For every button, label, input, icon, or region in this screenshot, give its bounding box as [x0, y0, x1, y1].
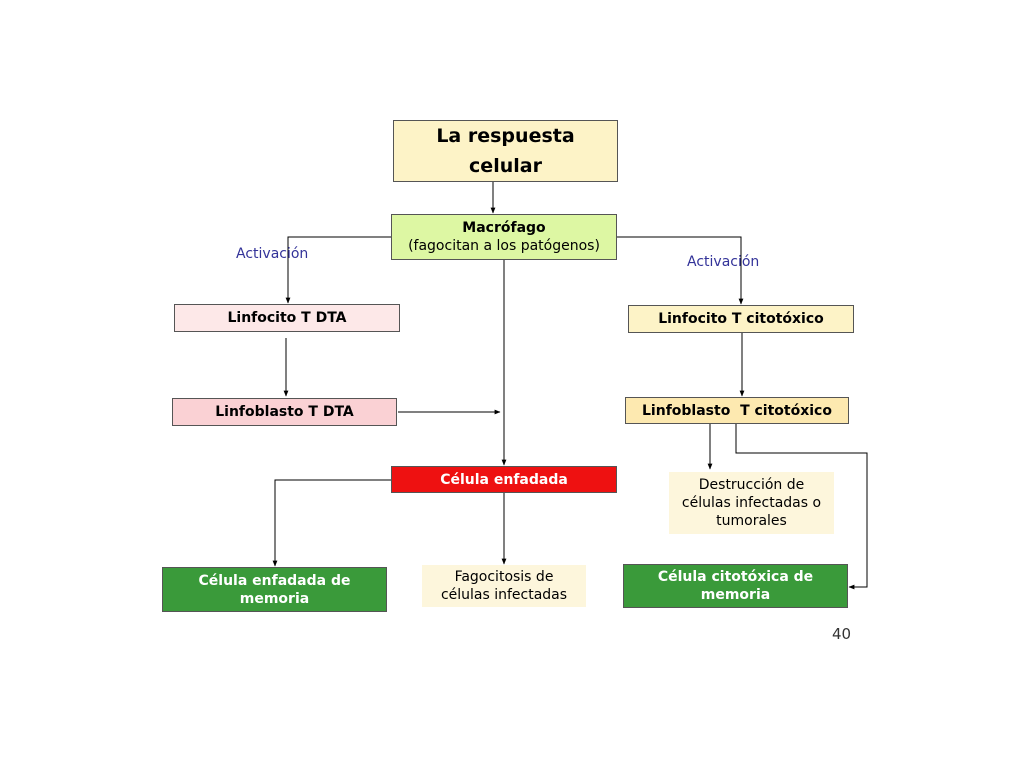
destruccion-note-box: Destrucción de células infectadas o tumo… [669, 472, 834, 534]
edge-linfoblasto-cito-to-memoria-cito [735, 424, 868, 590]
activacion-label-left: Activación [236, 246, 309, 262]
title-line-2: celular [469, 155, 542, 177]
linfocito-t-dta-box: Linfocito T DTA [174, 304, 400, 332]
fagocitosis-line-2: células infectadas [440, 587, 568, 603]
memoria-cito-line-1: Célula citotóxica de [657, 569, 814, 585]
macrofago-box: Macrófago (fagocitan a los patógenos) [391, 214, 617, 260]
destruccion-line-2: células infectadas o [681, 495, 822, 511]
activacion-label-right: Activación [687, 254, 760, 270]
edge-celula-enfadada-to-memoria-enfadada [272, 479, 391, 567]
celula-enfadada-box: Célula enfadada [391, 466, 617, 493]
destruccion-line-3: tumorales [716, 513, 787, 529]
memoria-cito-line-2: memoria [700, 587, 771, 603]
memoria-enfadada-line-1: Célula enfadada de [198, 572, 351, 589]
linfocito-t-dta-label: Linfocito T DTA [227, 310, 347, 326]
title-line-1: La respuesta [436, 125, 575, 147]
edge-macrofago-to-linfocito-cito [617, 236, 744, 305]
page-number: 40 [832, 625, 852, 643]
linfoblasto-t-citotoxico-box: Linfoblasto T citotóxico [625, 397, 849, 424]
fagocitosis-note-box: Fagocitosis de células infectadas [422, 565, 586, 607]
linfoblasto-t-citotoxico-label: Linfoblasto T citotóxico [642, 402, 832, 419]
linfocito-t-citotoxico-label: Linfocito T citotóxico [658, 311, 824, 327]
macrofago-subtitle: (fagocitan a los patógenos) [408, 238, 600, 254]
fagocitosis-line-1: Fagocitosis de [454, 569, 554, 585]
linfoblasto-t-dta-box: Linfoblasto T DTA [172, 398, 397, 426]
memoria-enfadada-line-2: memoria [239, 590, 310, 607]
celula-enfadada-memoria-box: Célula enfadada de memoria [162, 567, 387, 612]
linfoblasto-t-dta-label: Linfoblasto T DTA [215, 404, 354, 420]
destruccion-line-1: Destrucción de [698, 477, 805, 493]
linfocito-t-citotoxico-box: Linfocito T citotóxico [628, 305, 854, 333]
celula-citotoxica-memoria-box: Célula citotóxica de memoria [623, 564, 848, 608]
edge-macrofago-to-linfocito-dta [285, 236, 391, 304]
celula-enfadada-label: Célula enfadada [440, 471, 568, 488]
title-box: La respuesta celular [393, 120, 618, 182]
macrofago-title: Macrófago [462, 220, 546, 236]
